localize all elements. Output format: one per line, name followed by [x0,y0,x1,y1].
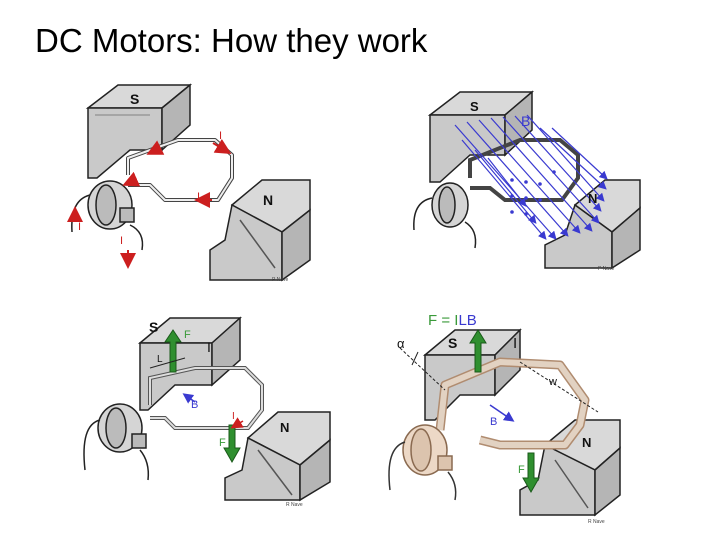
panel-current-loop: S N I I I I P Nave [72,85,310,283]
panel-torque-equation: F = ILB α [389,312,620,525]
current-label: I [513,335,517,352]
force-label: F [518,464,525,476]
force-label: F [219,437,226,449]
current-label-small: I [232,411,235,422]
field-label: B [521,113,530,129]
field-label: B [490,416,497,428]
equation-lb: LB [458,312,476,329]
image-credit: P Nave [598,266,615,272]
current-label: I [219,130,222,142]
angle-arc [412,352,418,365]
field-dots [510,170,556,216]
panel-force-on-wire: S F I L B I F N R Nave [84,318,330,508]
force-label: F [184,329,191,341]
north-label: N [263,192,273,208]
current-label: I [120,235,123,247]
commutator [72,181,143,250]
width-label: w [548,376,557,388]
length-label: L [157,354,163,365]
commutator [389,425,456,500]
north-label: N [280,420,289,435]
current-label: I [207,339,211,355]
image-credit: P Nave [272,277,289,283]
current-label: I [197,191,200,203]
commutator [414,183,476,248]
image-credit: R Nave [286,502,303,508]
north-pole [210,180,310,280]
south-label: S [448,335,457,351]
force-down-arrow [224,425,240,462]
angle-label: α [397,336,405,351]
field-label: B [191,399,198,411]
north-pole [225,412,330,500]
equation-force: F [428,312,437,329]
north-label: N [588,191,597,206]
force-equation: F = ILB [428,312,477,329]
commutator [84,404,148,480]
equation-equals: = I [437,312,458,329]
south-label: S [149,319,158,335]
image-credit: R Nave [588,519,605,525]
north-label: N [582,435,591,450]
panel-magnetic-field: S B N P Nave [414,92,640,272]
south-label: S [470,99,479,114]
south-label: S [130,91,139,107]
current-label: I [78,221,81,233]
